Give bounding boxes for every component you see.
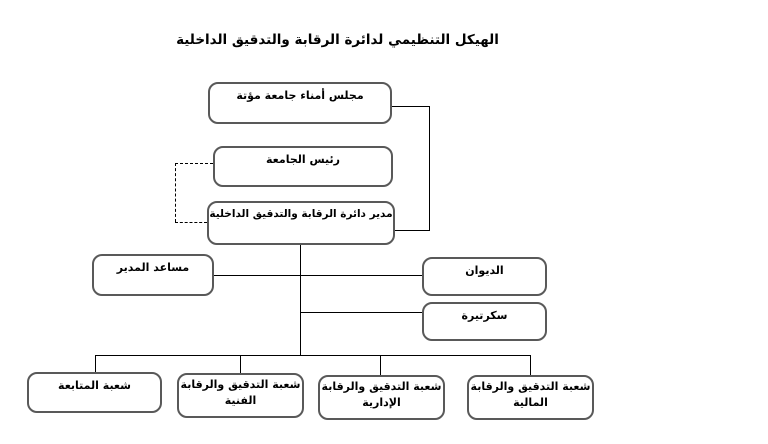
- node-financial-label: شعبة التدقيق والرقابة المالية: [470, 380, 591, 409]
- connector-assistant-diwan-h: [214, 275, 422, 276]
- connector-director-left-h: [175, 222, 207, 223]
- connector-board-right-h: [392, 106, 430, 107]
- connector-director-right-h: [395, 230, 430, 231]
- node-financial-audit-division: شعبة التدقيق والرقابة المالية: [467, 375, 594, 420]
- node-university-president: رئيس الجامعة: [213, 146, 393, 187]
- node-board-of-trustees: مجلس أمناء جامعة مؤتة: [208, 82, 392, 124]
- node-technical-label: شعبة التدقيق والرقابة الفنية: [180, 378, 301, 407]
- connector-stub-administrative: [380, 355, 381, 376]
- node-secretary-label: سكرتيرة: [461, 309, 508, 322]
- connector-stub-financial: [530, 355, 531, 376]
- connector-president-left-v: [175, 163, 176, 222]
- node-director-label: مدير دائرة الرقابة والتدقيق الداخلية: [209, 208, 393, 220]
- node-president-label: رئيس الجامعة: [266, 153, 340, 166]
- node-assistant-label: مساعد المدير: [116, 261, 190, 274]
- connector-secretary-h: [300, 312, 422, 313]
- node-followup-division: شعبة المتابعة: [27, 372, 162, 413]
- connector-director-trunk-v: [300, 243, 301, 356]
- connector-board-right-v: [429, 106, 430, 231]
- node-assistant-director: مساعد المدير: [92, 254, 214, 296]
- connector-stub-technical: [240, 355, 241, 374]
- node-diwan: الديوان: [422, 257, 547, 296]
- chart-title: الهيكل التنظيمي لدائرة الرقابة والتدقيق …: [176, 32, 499, 48]
- node-technical-audit-division: شعبة التدقيق والرقابة الفنية: [177, 373, 304, 418]
- node-followup-label: شعبة المتابعة: [58, 379, 131, 392]
- node-secretary: سكرتيرة: [422, 302, 547, 341]
- connector-president-left-h: [175, 163, 213, 164]
- node-administrative-label: شعبة التدقيق والرقابة الإدارية: [321, 380, 442, 409]
- node-administrative-audit-division: شعبة التدقيق والرقابة الإدارية: [318, 375, 445, 420]
- connector-bottom-h: [95, 355, 531, 356]
- connector-stub-followup: [95, 355, 96, 373]
- node-board-label: مجلس أمناء جامعة مؤتة: [236, 89, 364, 102]
- node-audit-director: مدير دائرة الرقابة والتدقيق الداخلية: [207, 201, 395, 245]
- node-diwan-label: الديوان: [465, 264, 504, 277]
